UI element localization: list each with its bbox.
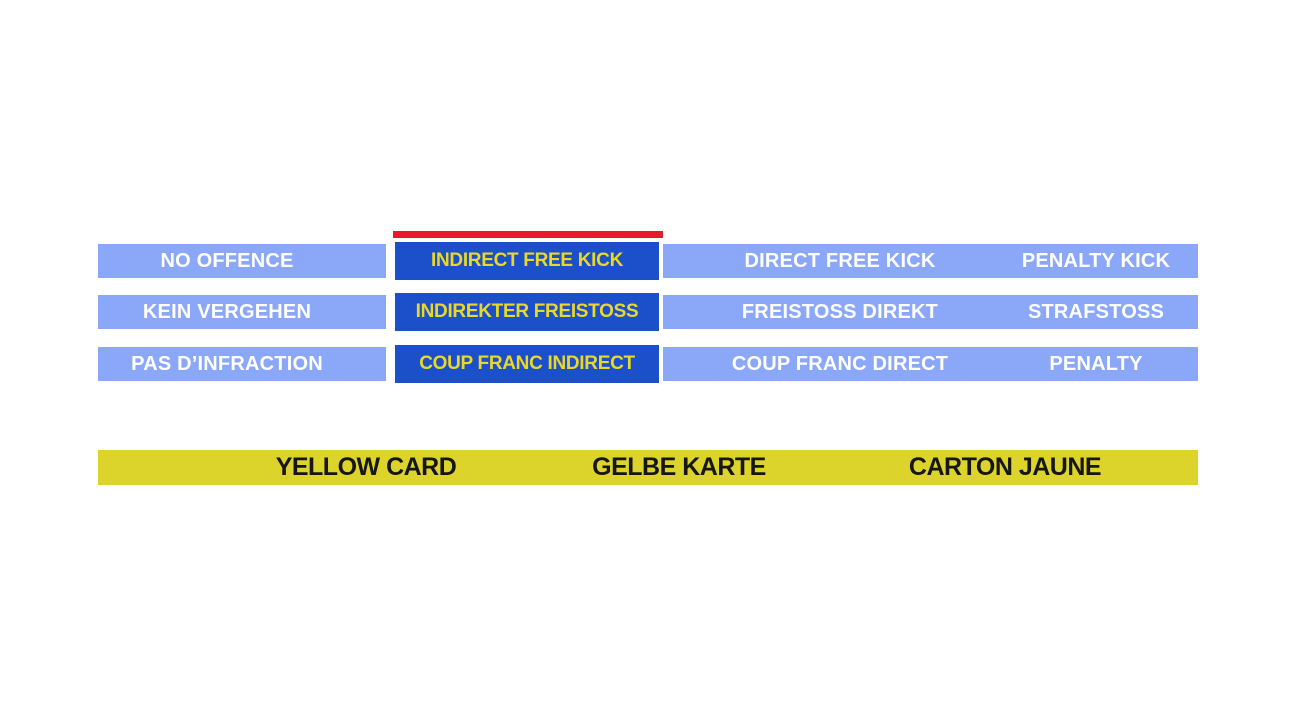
option-freistoss-direkt-label: FREISTOSS DIREKT <box>741 300 939 323</box>
sanction-yellow-card[interactable]: YELLOW CARD <box>246 450 486 485</box>
option-coup-franc-indirect-label: COUP FRANC INDIRECT <box>419 353 635 374</box>
row-german-right-bar: FREISTOSS DIREKT STRAFSTOSS <box>663 295 1198 329</box>
option-coup-franc-indirect-selected[interactable]: COUP FRANC INDIRECT <box>395 345 659 383</box>
option-coup-franc-direct[interactable]: COUP FRANC DIRECT <box>670 347 1010 381</box>
option-indirekter-freistoss-label: INDIREKTER FREISTOSS <box>415 301 639 322</box>
option-penalty-kick-label: PENALTY KICK <box>1021 249 1171 272</box>
option-penalty-label: PENALTY <box>1049 352 1143 375</box>
option-kein-vergehen[interactable]: KEIN VERGEHEN <box>98 295 386 329</box>
option-pas-dinfraction[interactable]: PAS D’INFRACTION <box>98 347 386 381</box>
option-pas-dinfraction-label: PAS D’INFRACTION <box>131 352 323 375</box>
correct-answer-indicator <box>393 231 663 238</box>
option-strafstoss-label: STRAFSTOSS <box>1027 300 1165 323</box>
option-kein-vergehen-label: KEIN VERGEHEN <box>142 300 312 323</box>
option-freistoss-direkt[interactable]: FREISTOSS DIREKT <box>670 295 1010 329</box>
option-indirect-free-kick-label: INDIRECT FREE KICK <box>431 250 623 271</box>
option-direct-free-kick[interactable]: DIRECT FREE KICK <box>670 244 1010 278</box>
option-direct-free-kick-label: DIRECT FREE KICK <box>744 249 936 272</box>
option-coup-franc-direct-label: COUP FRANC DIRECT <box>731 352 949 375</box>
option-no-offence-label: NO OFFENCE <box>160 249 294 272</box>
option-indirect-free-kick-selected[interactable]: INDIRECT FREE KICK <box>395 242 659 280</box>
sanction-carton-jaune-label: CARTON JAUNE <box>908 453 1102 481</box>
row-french-right-bar: COUP FRANC DIRECT PENALTY <box>663 347 1198 381</box>
row-english-right-bar: DIRECT FREE KICK PENALTY KICK <box>663 244 1198 278</box>
option-strafstoss[interactable]: STRAFSTOSS <box>996 295 1196 329</box>
sanction-gelbe-karte[interactable]: GELBE KARTE <box>559 450 799 485</box>
option-indirekter-freistoss-selected[interactable]: INDIREKTER FREISTOSS <box>395 293 659 331</box>
option-penalty[interactable]: PENALTY <box>996 347 1196 381</box>
sanction-carton-jaune[interactable]: CARTON JAUNE <box>885 450 1125 485</box>
sanction-bar: YELLOW CARD GELBE KARTE CARTON JAUNE <box>98 450 1198 485</box>
sanction-gelbe-karte-label: GELBE KARTE <box>592 453 766 481</box>
option-penalty-kick[interactable]: PENALTY KICK <box>996 244 1196 278</box>
sanction-yellow-card-label: YELLOW CARD <box>275 453 457 481</box>
option-no-offence[interactable]: NO OFFENCE <box>98 244 386 278</box>
